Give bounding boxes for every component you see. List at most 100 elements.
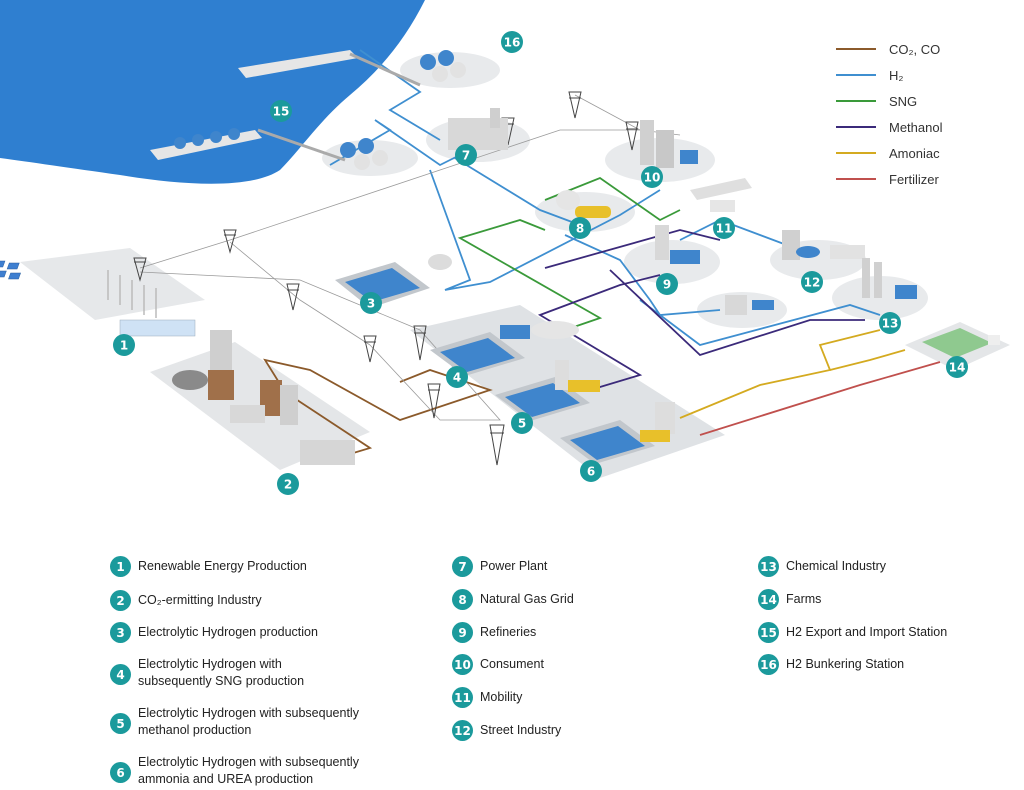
badge-9: 9 — [656, 273, 678, 295]
key-item: 7 Power Plant — [452, 556, 548, 577]
legend-item-co2: CO₂, CO — [836, 36, 1016, 62]
ship-lng — [150, 128, 346, 162]
key-item: 4 Electrolytic Hydrogen with subsequently… — [110, 656, 304, 690]
key-label: Electrolytic Hydrogen with subsequently … — [138, 755, 359, 786]
legend-label: CO₂, CO — [889, 41, 941, 57]
badge-7: 7 — [455, 144, 477, 166]
key-label: H2 Bunkering Station — [786, 657, 905, 671]
badge-4: 4 — [446, 366, 468, 388]
legend-swatch — [836, 178, 876, 180]
key-label: Street Industry — [480, 723, 562, 737]
pipeline-methanol — [537, 229, 865, 391]
legend-label: Amoniac — [889, 145, 940, 161]
svg-text:5: 5 — [518, 417, 526, 431]
key-label: Natural Gas Grid — [480, 592, 574, 606]
svg-text:3: 3 — [367, 297, 375, 311]
legend-swatch — [836, 100, 876, 102]
pipeline-sng — [457, 176, 681, 331]
key-label: Power Plant — [480, 559, 548, 573]
key-label: Chemical Industry — [786, 559, 887, 573]
svg-text:7: 7 — [462, 149, 470, 163]
key-item: 13 Chemical Industry — [758, 556, 887, 577]
key-number-badge: 15 — [758, 622, 779, 643]
legend-label: Fertilizer — [889, 171, 939, 187]
svg-text:14: 14 — [949, 361, 966, 375]
key-label: Renewable Energy Production — [138, 559, 307, 573]
consument-10 — [640, 120, 698, 168]
svg-text:1: 1 — [120, 339, 128, 353]
key-label: Electrolytic Hydrogen with subsequently … — [138, 657, 305, 688]
pipeline-amoniac — [679, 329, 906, 419]
badge-13: 13 — [879, 312, 901, 334]
key-item: 8 Natural Gas Grid — [452, 589, 574, 610]
key-number-badge: 4 — [110, 664, 131, 685]
legend-label: H₂ — [889, 67, 904, 83]
power-plant-7 — [448, 108, 508, 150]
badge-1: 1 — [113, 334, 135, 356]
electrolyzer-4 — [430, 321, 579, 376]
svg-text:11: 11 — [716, 222, 733, 236]
badge-16: 16 — [501, 31, 523, 53]
electrolyzer-6 — [560, 402, 675, 464]
sea-area — [0, 0, 425, 184]
svg-text:4: 4 — [453, 371, 461, 385]
ship-bunkering — [238, 50, 421, 87]
badge-3: 3 — [360, 292, 382, 314]
key-number-badge: 14 — [758, 589, 779, 610]
refinery-9 — [655, 225, 700, 264]
badge-6: 6 — [580, 460, 602, 482]
badge-10: 10 — [641, 166, 663, 188]
gas-grid-8 — [556, 190, 611, 218]
key-number-badge: 11 — [452, 687, 473, 708]
key-number-badge: 8 — [452, 589, 473, 610]
street-industry-12 — [782, 230, 865, 260]
electrolyzer-5 — [495, 360, 600, 421]
key-number-badge: 13 — [758, 556, 779, 577]
electrolyzer-3 — [335, 254, 452, 308]
storage-16 — [420, 50, 466, 82]
svg-text:12: 12 — [804, 276, 821, 290]
mobility-11 — [690, 178, 752, 212]
legend-item-amoniac: Amoniac — [836, 140, 1016, 166]
key-number-badge: 10 — [452, 654, 473, 675]
pipeline-legend: CO₂, CO H₂ SNG Methanol Amoniac Fertiliz… — [836, 36, 1016, 192]
svg-text:6: 6 — [587, 465, 595, 479]
co2-industry-buildings — [172, 330, 355, 465]
badge-14: 14 — [946, 356, 968, 378]
solar-panels — [0, 260, 21, 280]
badge-15: 15 — [270, 100, 292, 122]
key-item: 14 Farms — [758, 589, 822, 610]
svg-text:9: 9 — [663, 278, 671, 292]
legend-swatch — [836, 48, 876, 50]
badge-5: 5 — [511, 412, 533, 434]
svg-text:15: 15 — [273, 105, 290, 119]
svg-text:13: 13 — [882, 317, 899, 331]
legend-label: Methanol — [889, 119, 943, 135]
key-label: Refineries — [480, 625, 537, 639]
legend-swatch — [836, 152, 876, 154]
farm-14 — [922, 328, 1000, 358]
key-number-badge: 9 — [452, 622, 473, 643]
hydrogen-network-diagram: 1 2 3 4 5 6 7 8 9 10 11 12 13 14 15 16 — [0, 0, 1010, 495]
legend-swatch — [836, 126, 876, 128]
svg-text:16: 16 — [504, 36, 521, 50]
key-label: Farms — [786, 592, 822, 606]
chemical-small — [725, 295, 774, 315]
badge-2: 2 — [277, 473, 299, 495]
legend-item-sng: SNG — [836, 88, 1016, 114]
key-number-badge: 7 — [452, 556, 473, 577]
key-label: Electrolytic Hydrogen production — [138, 625, 318, 639]
storage-15 — [340, 138, 388, 170]
hydro-dam — [119, 319, 196, 337]
svg-text:8: 8 — [576, 222, 584, 236]
